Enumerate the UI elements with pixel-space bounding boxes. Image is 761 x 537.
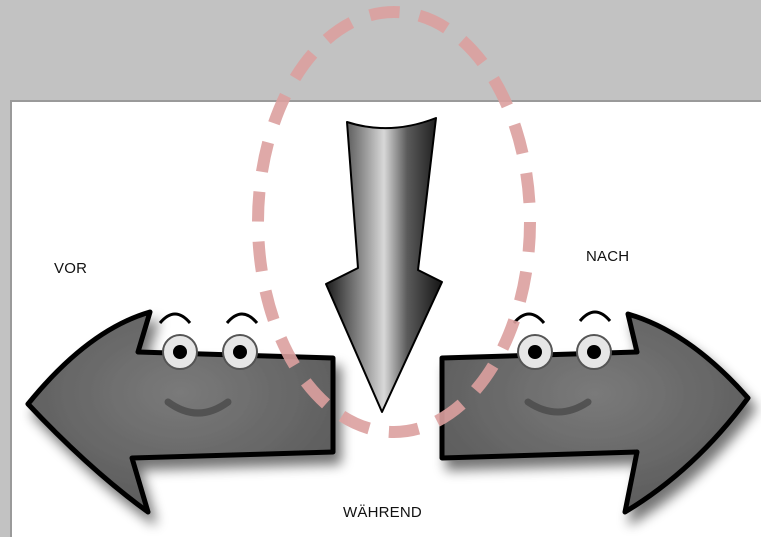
label-after: NACH bbox=[586, 248, 629, 265]
label-before: VOR bbox=[54, 260, 87, 277]
down-arrow-icon bbox=[326, 118, 442, 412]
label-during: WÄHREND bbox=[343, 504, 422, 521]
